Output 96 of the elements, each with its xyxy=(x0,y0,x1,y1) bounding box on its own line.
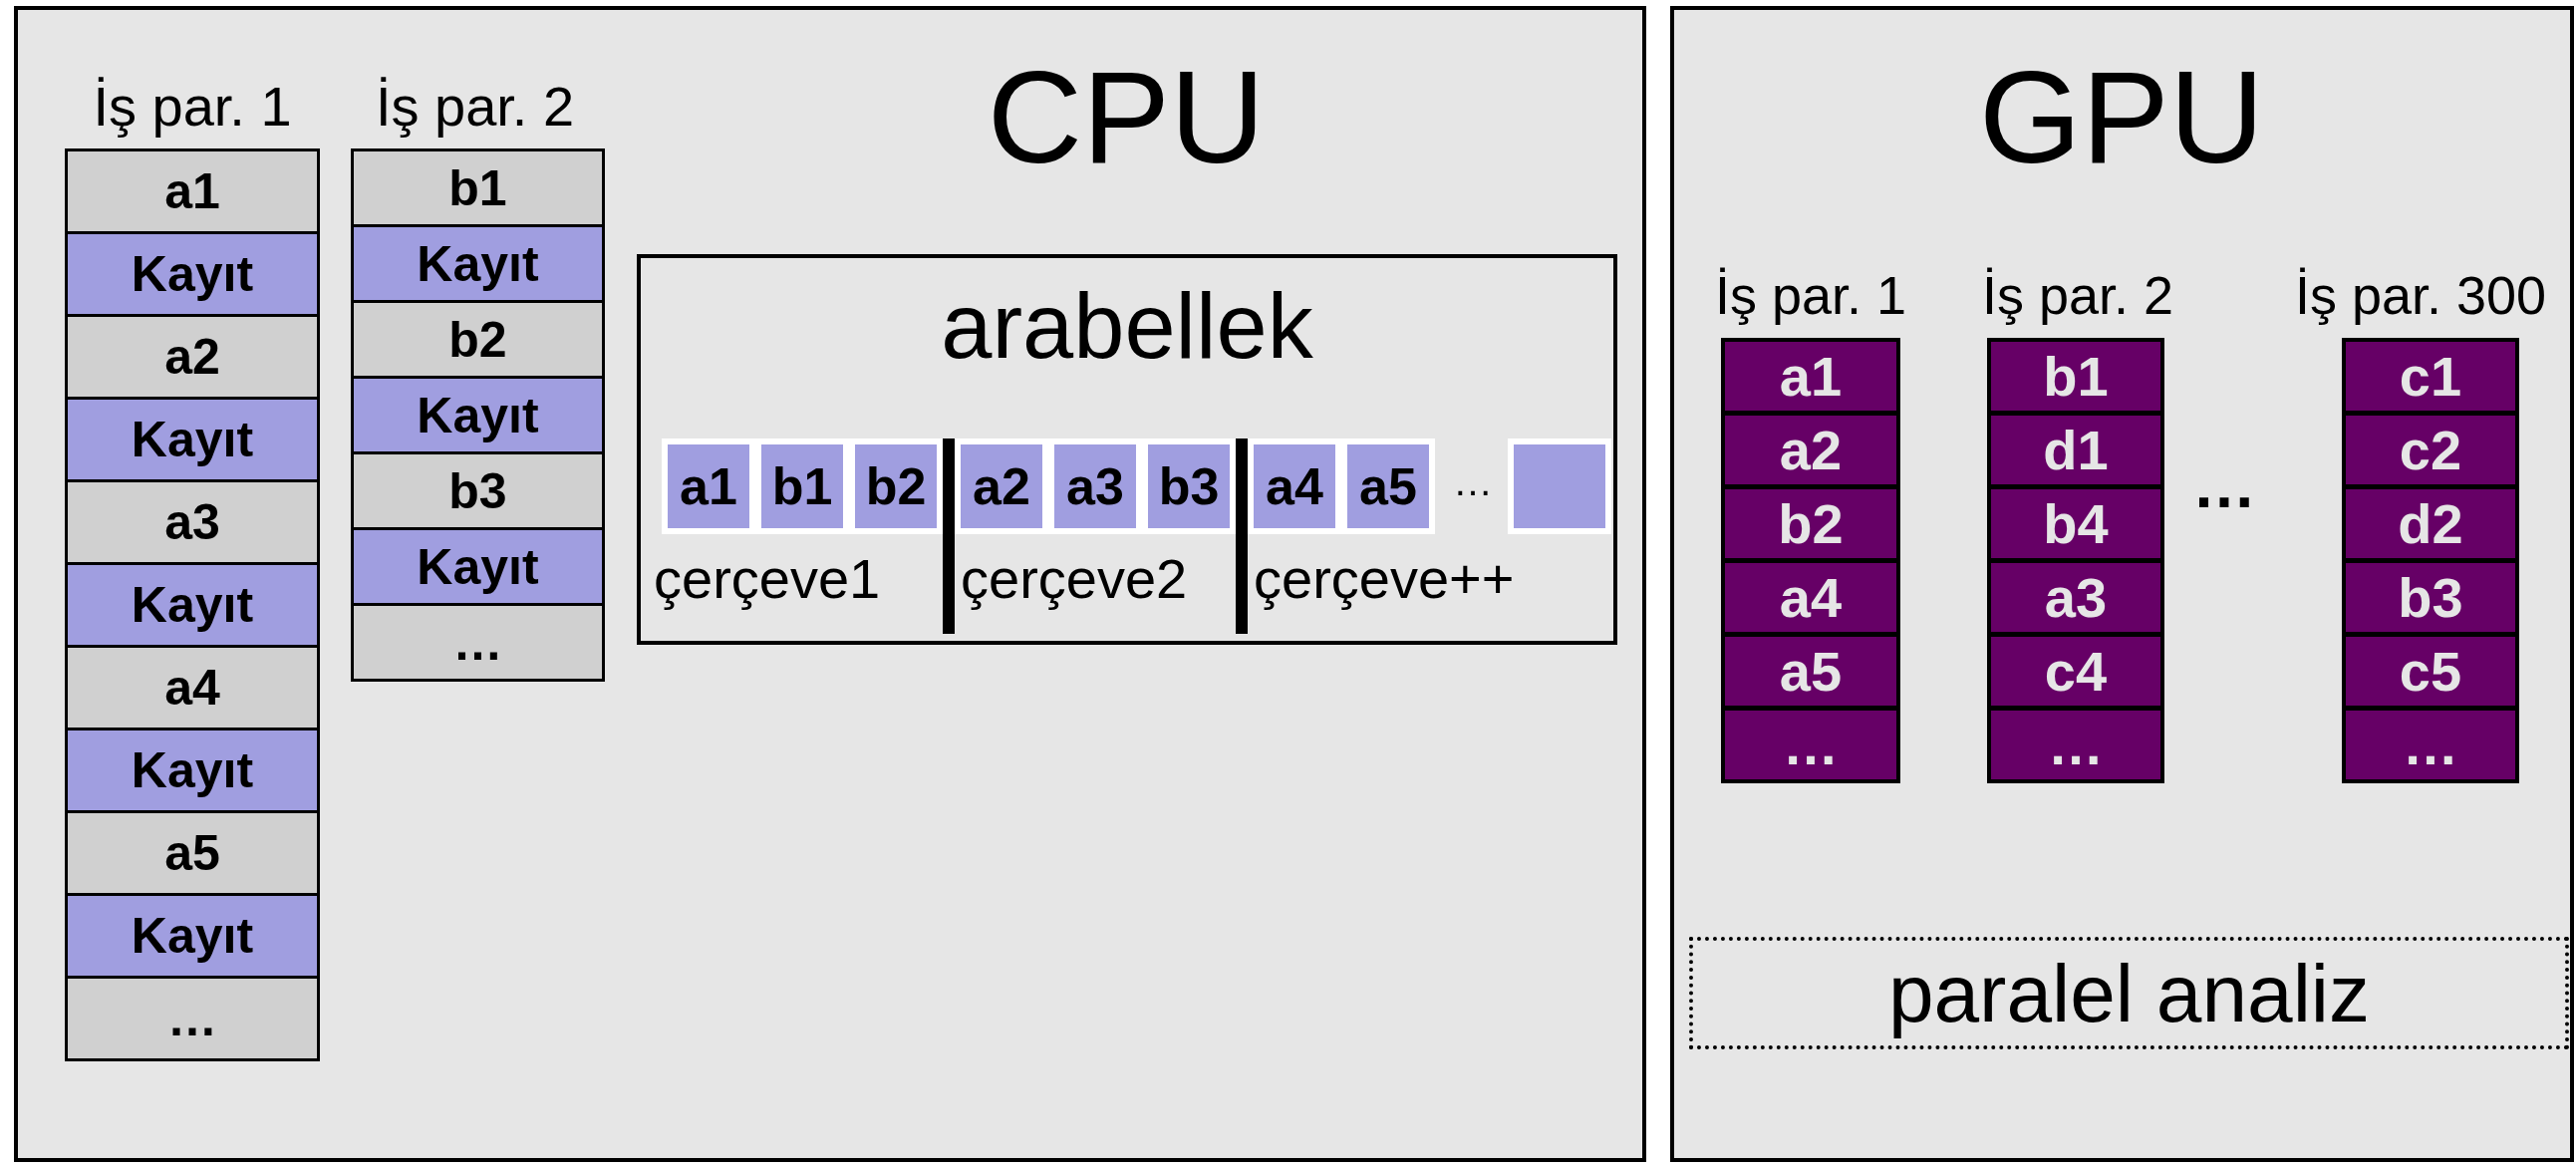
cell-text: a2 xyxy=(972,460,1031,512)
cell-text: a4 xyxy=(1265,460,1324,512)
cell-text: c5 xyxy=(2398,643,2463,700)
buffer-cell xyxy=(955,438,1048,534)
stack-cell xyxy=(351,224,605,303)
stack-cell xyxy=(351,527,605,606)
stack-cell xyxy=(65,728,320,813)
stack-cell xyxy=(1721,338,1900,415)
buffer-cell xyxy=(1341,438,1435,534)
cell-text: a4 xyxy=(1778,569,1844,626)
panel xyxy=(14,6,1646,1162)
buffer-cell xyxy=(849,438,943,534)
cell-text: … xyxy=(2047,717,2105,773)
stack-cell xyxy=(2342,707,2519,783)
stack-cell xyxy=(1987,485,2164,562)
stack-cell xyxy=(65,645,320,730)
dotted-region xyxy=(1689,937,2569,1049)
cell-text: a1 xyxy=(163,166,221,216)
stack-cell xyxy=(2342,338,2519,415)
stack-cell xyxy=(1987,412,2164,488)
stack-cell xyxy=(2342,485,2519,562)
stack-cell xyxy=(1721,485,1900,562)
stack-cell xyxy=(65,231,320,317)
cell-text: b1 xyxy=(447,162,508,213)
buffer-cell xyxy=(1508,438,1611,534)
cell-text: c2 xyxy=(2398,422,2463,478)
cell-text: Kayıt xyxy=(130,580,255,630)
stack-cell xyxy=(351,451,605,530)
cell-text: b2 xyxy=(1777,495,1845,552)
stack-cell xyxy=(351,148,605,227)
cell-text: … xyxy=(451,617,504,668)
cell-text: Kayıt xyxy=(416,390,540,440)
cell-text: … xyxy=(1782,717,1840,773)
cell-text: Kayıt xyxy=(130,745,255,795)
stack-cell xyxy=(1987,338,2164,415)
stack-cell xyxy=(65,148,320,234)
cell-text: b2 xyxy=(447,314,508,365)
cell-text: b3 xyxy=(1157,460,1221,512)
cell-text: d2 xyxy=(2397,495,2464,552)
stack-cell xyxy=(351,603,605,682)
stack-cell xyxy=(2342,633,2519,710)
cell-text: b4 xyxy=(2042,495,2110,552)
stack-cell xyxy=(65,397,320,482)
stack-cell xyxy=(1987,707,2164,783)
ellipsis: … xyxy=(1453,461,1493,501)
cell-text: … xyxy=(166,994,218,1043)
cell-text: a5 xyxy=(1358,460,1418,512)
stack-cell xyxy=(2342,412,2519,488)
cell-text: a2 xyxy=(1778,422,1844,478)
cell-text: c1 xyxy=(2398,348,2463,405)
panel xyxy=(1670,6,2574,1162)
stack-cell xyxy=(65,976,320,1061)
buffer-cell xyxy=(662,438,755,534)
cell-text: a2 xyxy=(163,332,221,382)
cell-text: a5 xyxy=(1778,643,1844,700)
cell-text: a1 xyxy=(679,460,738,512)
buffer-panel xyxy=(637,254,1617,645)
cell-text: b3 xyxy=(2397,569,2464,626)
stack-cell xyxy=(2342,559,2519,636)
cell-text: a3 xyxy=(2043,569,2109,626)
stack-cell xyxy=(65,810,320,896)
cell-text: Kayıt xyxy=(416,541,540,592)
cell-text: a4 xyxy=(163,663,221,713)
stack-cell xyxy=(65,314,320,400)
stack-cell xyxy=(1721,633,1900,710)
stack-cell xyxy=(351,300,605,379)
buffer-cell xyxy=(1248,438,1341,534)
stack-cell xyxy=(1987,633,2164,710)
stack-cell xyxy=(1721,559,1900,636)
stack-cell xyxy=(65,479,320,565)
cell-text: Kayıt xyxy=(416,238,540,289)
heading: GPU xyxy=(1977,52,2265,183)
cell-text: a1 xyxy=(1778,348,1844,405)
ellipsis: … xyxy=(2192,453,2256,517)
cell-text: d1 xyxy=(2042,422,2110,478)
cell-text: b2 xyxy=(864,460,928,512)
cell-text: Kayıt xyxy=(130,911,255,961)
heading: arabellek xyxy=(940,280,1314,372)
cell-text: c4 xyxy=(2043,643,2109,700)
heading: CPU xyxy=(986,52,1267,183)
buffer-cell xyxy=(1142,438,1236,534)
cell-text: a3 xyxy=(163,497,221,547)
cell-text: Kayıt xyxy=(130,415,255,464)
cell-text: b1 xyxy=(770,460,834,512)
stack-cell xyxy=(351,376,605,454)
cell-text: … xyxy=(2402,717,2459,773)
cell-text: b3 xyxy=(447,465,508,516)
cell-text: Kayıt xyxy=(130,249,255,299)
stack-cell xyxy=(1721,412,1900,488)
cell-text: b1 xyxy=(2042,348,2110,405)
stack-cell xyxy=(65,562,320,648)
stack-cell xyxy=(65,893,320,979)
stack-cell xyxy=(1721,707,1900,783)
stack-cell xyxy=(1987,559,2164,636)
cell-text: a5 xyxy=(163,828,221,878)
cell-text: a3 xyxy=(1065,460,1125,512)
